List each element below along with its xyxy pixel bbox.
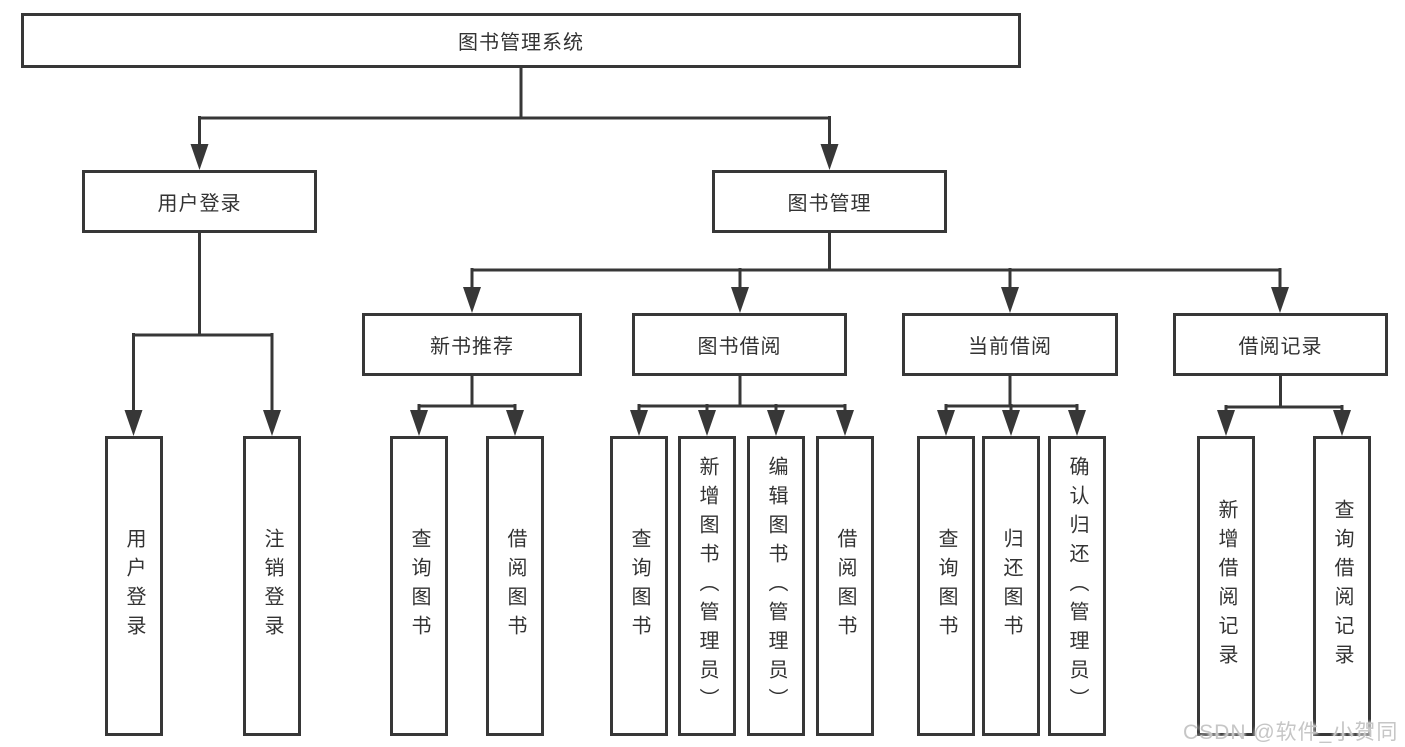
leaf-confirm-return-admin: 确认归还（管理员）	[1048, 436, 1106, 736]
leaf-query-borrow-record: 查询借阅记录	[1313, 436, 1371, 736]
leaf-add-borrow-record: 新增借阅记录	[1197, 436, 1255, 736]
leaf-return-books: 归还图书	[982, 436, 1040, 736]
arrowhead-down-icon	[1333, 410, 1351, 436]
leaf-query-books-borrow: 查询图书	[610, 436, 668, 736]
leaf-add-books-admin: 新增图书（管理员）	[678, 436, 736, 736]
arrowhead-down-icon	[190, 144, 209, 170]
csdn-watermark: CSDN @软件_小贺同学	[1183, 721, 1399, 744]
node-book-management: 图书管理	[712, 170, 947, 233]
arrowhead-down-icon	[820, 144, 839, 170]
arrowhead-down-icon	[698, 410, 716, 436]
arrowhead-down-icon	[124, 410, 143, 436]
leaf-query-books-current: 查询图书	[917, 436, 975, 736]
arrowhead-down-icon	[506, 410, 524, 436]
node-current-borrowing: 当前借阅	[902, 313, 1118, 376]
node-user-login: 用户登录	[82, 170, 317, 233]
arrowhead-down-icon	[463, 287, 481, 313]
arrowhead-down-icon	[836, 410, 854, 436]
node-book-borrowing: 图书借阅	[632, 313, 847, 376]
leaf-borrow-books: 借阅图书	[816, 436, 874, 736]
arrowhead-down-icon	[630, 410, 648, 436]
arrowhead-down-icon	[767, 410, 785, 436]
leaf-edit-books-admin: 编辑图书（管理员）	[747, 436, 805, 736]
arrowhead-down-icon	[410, 410, 428, 436]
arrowhead-down-icon	[1068, 410, 1086, 436]
arrowhead-down-icon	[1001, 287, 1019, 313]
node-library-management-system: 图书管理系统	[21, 13, 1021, 68]
arrowhead-down-icon	[263, 410, 281, 436]
arrowhead-down-icon	[937, 410, 955, 436]
arrowhead-down-icon	[1002, 410, 1020, 436]
arrowhead-down-icon	[1217, 410, 1235, 436]
leaf-logout: 注销登录	[243, 436, 301, 736]
leaf-query-books-recommend: 查询图书	[390, 436, 448, 736]
arrowhead-down-icon	[731, 287, 749, 313]
node-borrowing-records: 借阅记录	[1173, 313, 1388, 376]
leaf-user-login: 用户登录	[105, 436, 163, 736]
node-new-book-recommendation: 新书推荐	[362, 313, 582, 376]
arrowhead-down-icon	[1271, 287, 1289, 313]
leaf-borrow-books-recommend: 借阅图书	[486, 436, 544, 736]
